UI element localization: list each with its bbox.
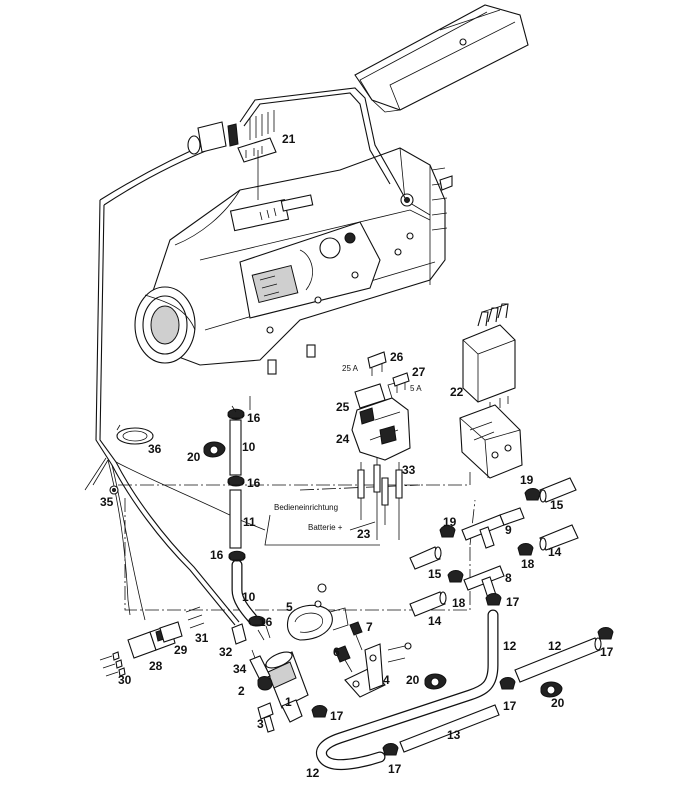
callout-31: 31 xyxy=(195,631,209,645)
leader-lines xyxy=(231,150,259,413)
relay-22 xyxy=(462,303,516,412)
cable-harness-top xyxy=(99,87,406,206)
hose-clamps-18-19 xyxy=(439,488,541,606)
tee-piece-8 xyxy=(463,565,505,599)
callout-17: 17 xyxy=(506,595,520,609)
callout-26: 26 xyxy=(390,350,404,364)
callout-15: 15 xyxy=(550,498,564,512)
callout-20: 20 xyxy=(187,450,201,464)
callout-16: 16 xyxy=(210,548,224,562)
callout-18: 18 xyxy=(521,557,535,571)
callout-7: 7 xyxy=(366,620,373,634)
callout-8: 8 xyxy=(505,571,512,585)
callout-32: 32 xyxy=(219,645,233,659)
hose-15-left xyxy=(409,546,442,570)
callout-36: 36 xyxy=(148,442,162,456)
callout-1: 1 xyxy=(285,695,292,709)
callout-35: 35 xyxy=(100,495,114,509)
hose-14-left xyxy=(409,591,447,617)
callout-3: 3 xyxy=(257,717,264,731)
hose-14-right xyxy=(539,524,579,551)
text-bedieneinrichtung: Bedieneinrichtung xyxy=(274,503,338,512)
plug-34 xyxy=(249,649,271,681)
text-fuse-25a: 25 A xyxy=(342,364,359,373)
fuel-hose-13 xyxy=(399,704,500,753)
callout-10: 10 xyxy=(242,440,256,454)
callout-13: 13 xyxy=(447,728,461,742)
text-fuse-5a: 5 A xyxy=(410,384,422,393)
pipe-holder-20-top xyxy=(203,441,226,458)
fuse-5a xyxy=(392,372,410,393)
callout-10: 10 xyxy=(242,590,256,604)
wire-23 xyxy=(264,514,380,546)
callout-16: 16 xyxy=(247,411,261,425)
sleeve-2-3 xyxy=(257,676,275,733)
callout-12: 12 xyxy=(306,766,320,780)
callout-2: 2 xyxy=(238,684,245,698)
callout-34: 34 xyxy=(233,662,247,676)
fuel-pump-1 xyxy=(257,625,309,723)
contacts-30-31 xyxy=(99,606,205,677)
callout-16: 16 xyxy=(247,476,261,490)
callout-28: 28 xyxy=(149,659,163,673)
pipe-holders-20-bottom xyxy=(424,673,563,698)
callout-22: 22 xyxy=(450,385,464,399)
callout-11: 11 xyxy=(243,515,256,529)
callout-19: 19 xyxy=(520,473,534,487)
callout-27: 27 xyxy=(412,365,426,379)
hose-15-right xyxy=(539,477,577,503)
callout-20: 20 xyxy=(551,696,565,710)
callout-18: 18 xyxy=(452,596,466,610)
terminal-32 xyxy=(231,623,247,645)
mounting-rail xyxy=(354,4,529,113)
callout-33: 33 xyxy=(402,463,416,477)
callout-30: 30 xyxy=(118,673,132,687)
text-batterie: Batterie + xyxy=(308,523,343,532)
flat-connectors-33 xyxy=(357,458,403,540)
relay-socket-22 xyxy=(459,404,523,479)
damper-5 xyxy=(286,604,349,641)
heater-unit xyxy=(134,147,453,375)
callout-17: 17 xyxy=(503,699,517,713)
callout-17: 17 xyxy=(388,762,402,776)
callout-14: 14 xyxy=(428,614,442,628)
callout-15: 15 xyxy=(428,567,442,581)
fuel-line-vertical xyxy=(227,408,266,627)
callout-17: 17 xyxy=(600,645,614,659)
callout-9: 9 xyxy=(505,523,512,537)
bolts-6-7 xyxy=(314,583,363,673)
callout-19: 19 xyxy=(443,515,457,529)
tee-piece-9 xyxy=(461,507,525,549)
callout-6: 6 xyxy=(333,645,340,659)
callout-29: 29 xyxy=(174,643,188,657)
callout-17: 17 xyxy=(330,709,344,723)
connector-29 xyxy=(159,621,183,643)
screw-35 xyxy=(109,485,119,495)
callout-24: 24 xyxy=(336,432,350,446)
callout-12: 12 xyxy=(548,639,562,653)
callout-14: 14 xyxy=(548,545,562,559)
fuel-hose-12 xyxy=(315,609,499,771)
cable-clamp-36 xyxy=(116,424,154,445)
callout-5: 5 xyxy=(286,600,293,614)
wiring-harness-left xyxy=(84,199,266,626)
callout-4: 4 xyxy=(383,673,390,687)
fuel-hose-12-right xyxy=(514,637,602,683)
callout-16: 16 xyxy=(259,615,273,629)
fuse-25a xyxy=(367,351,387,376)
fuse-holder-24-25 xyxy=(351,382,411,461)
callout-12: 12 xyxy=(503,639,517,653)
bracket-4 xyxy=(344,642,412,698)
callout-23: 23 xyxy=(357,527,371,541)
callout-25: 25 xyxy=(336,400,350,414)
callout-21: 21 xyxy=(282,132,296,146)
hose-clamps-17 xyxy=(311,627,614,756)
callout-20: 20 xyxy=(406,673,420,687)
